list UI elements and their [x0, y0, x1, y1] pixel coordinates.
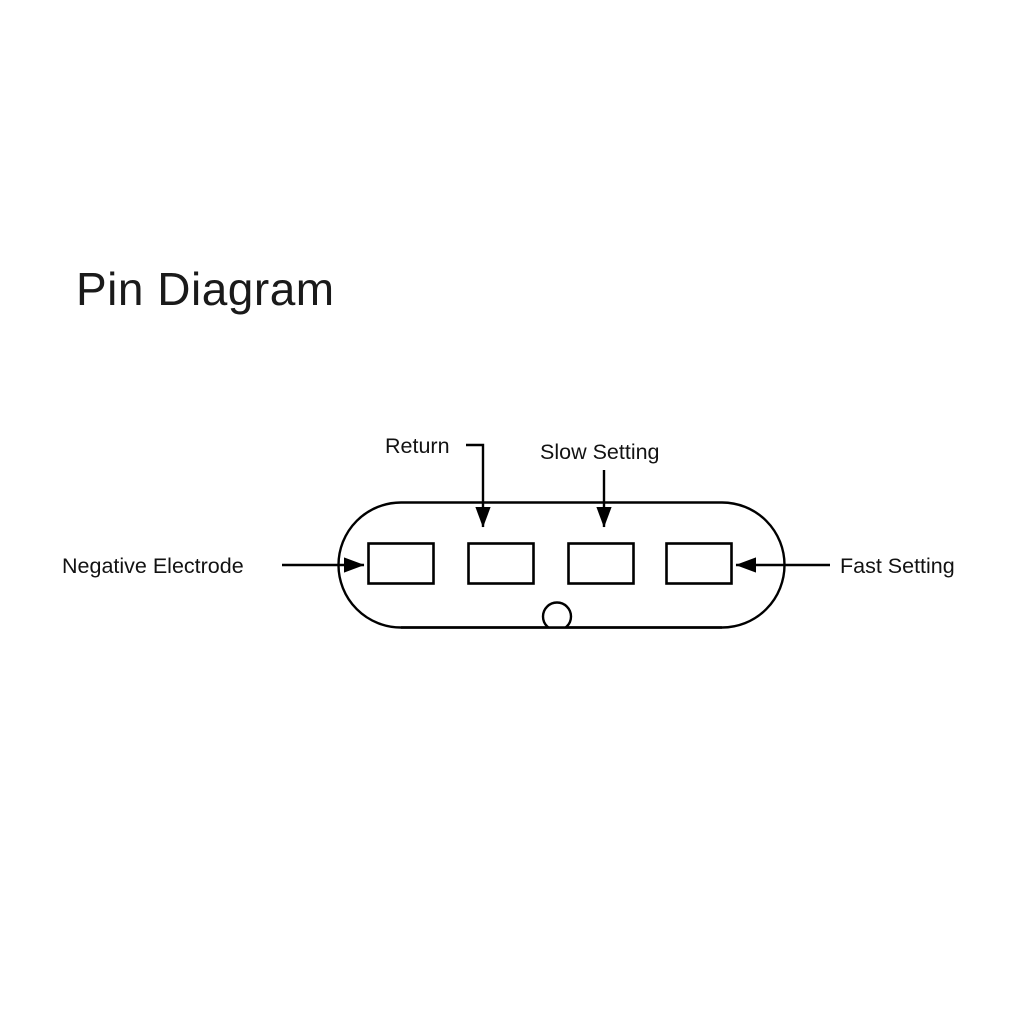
callout-label-negative-electrode: Negative Electrode	[62, 554, 244, 578]
callout-label-slow-setting: Slow Setting	[540, 440, 660, 464]
pin-rect-2[interactable]	[467, 542, 535, 585]
callout-label-fast-setting: Fast Setting	[840, 554, 955, 578]
pin-rect-4[interactable]	[665, 542, 733, 585]
alignment-hole-icon	[541, 601, 573, 628]
pin-rect-1[interactable]	[367, 542, 435, 585]
pin-rect-3[interactable]	[567, 542, 635, 585]
leader-return	[466, 443, 491, 528]
callout-label-return: Return	[385, 434, 450, 458]
page-title: Pin Diagram	[76, 263, 335, 315]
